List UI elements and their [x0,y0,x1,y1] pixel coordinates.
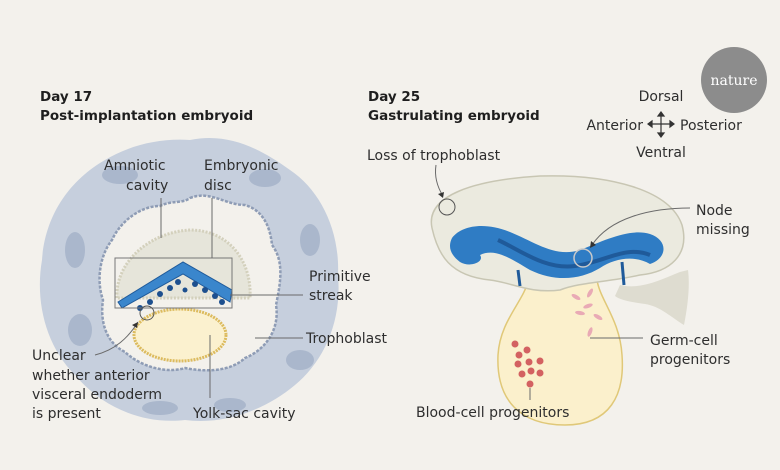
label-germ: progenitors [650,352,730,368]
arrow-head [590,241,596,248]
label-germ: Germ-cell [650,333,718,349]
label-yolk: Yolk-sac cavity [192,406,296,422]
connecting-stalk-left [516,269,522,287]
tail-stalk [615,270,689,325]
primitive-streak-cells [137,279,225,311]
primitive-streak-box [114,257,233,309]
label-primitive: Primitive [309,269,371,285]
right-title: Gastrulating embryoid [368,108,540,124]
label-unclear: is present [32,406,101,422]
arrow-head [132,322,138,328]
label-embryonic: Embryonic [204,158,278,174]
ave-highlight-circle [139,305,155,321]
left-title-day: Day 17 [40,89,92,105]
label-trophoblast: Trophoblast [305,331,387,347]
day17-embryoid-illustration [39,138,339,421]
compass-posterior: Posterior [680,118,742,134]
germ-layer-dark [497,238,651,269]
germ-cells [571,288,603,337]
germ-layer-blue [449,226,664,279]
yolk-sac-cavity [132,307,228,363]
arrow-head [438,192,444,198]
yolk-sac [497,279,624,426]
label-unclear: whether anterior [32,368,150,384]
compass-ventral: Ventral [636,145,686,161]
left-title: Post-implantation embryoid [40,108,253,124]
arrow-node [591,207,691,246]
label-embryonic: disc [204,178,232,194]
blood-cells [511,340,544,388]
label-primitive: streak [309,288,353,304]
label-loss: Loss of trophoblast [367,148,501,164]
right-title-day: Day 25 [368,89,420,105]
connecting-stalk-right [620,261,626,286]
label-amniotic: Amniotic [104,158,166,174]
svg-text:nature: nature [711,73,758,89]
arrow-loss [435,164,444,197]
label-unclear: visceral endoderm [32,387,162,403]
trophoblast-lacunae [65,166,320,415]
label-unclear: Unclear [32,348,86,364]
label-node: Node [696,203,733,219]
orientation-compass [647,111,675,138]
node-missing-circle [573,248,593,268]
amniotic-head [430,175,685,292]
nature-logo: nature [701,47,767,113]
label-amniotic: cavity [126,178,168,194]
label-blood: Blood-cell progenitors [416,405,569,421]
day25-embryoid-illustration [430,164,691,426]
trophoblast-loss-circle [438,198,456,216]
label-node: missing [696,222,750,238]
compass-dorsal: Dorsal [639,89,684,105]
compass-anterior: Anterior [586,118,643,134]
